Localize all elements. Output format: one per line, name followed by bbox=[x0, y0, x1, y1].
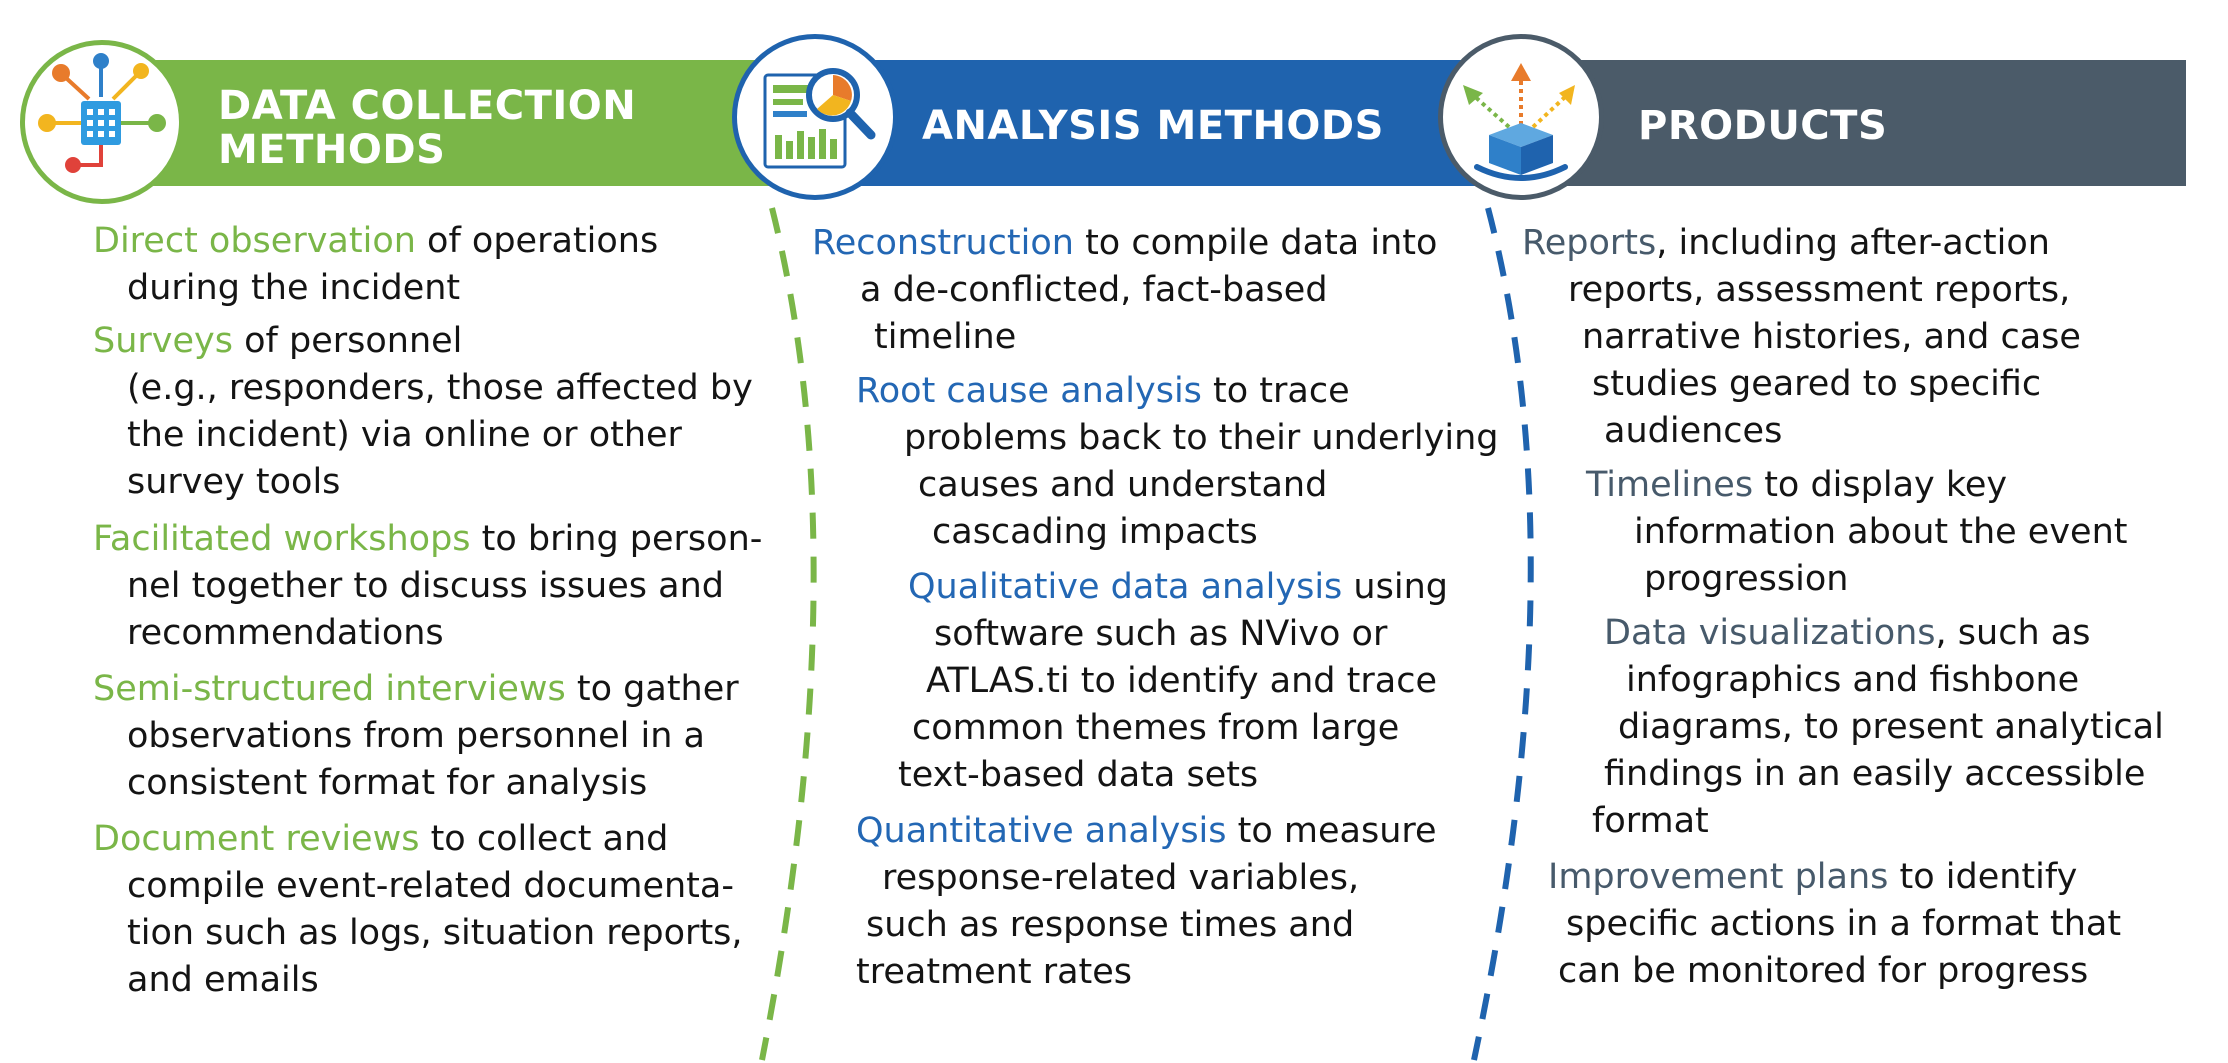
item-text: to bring person- bbox=[470, 519, 763, 559]
item-highlight: Document reviews bbox=[93, 819, 420, 859]
item-highlight: Reports bbox=[1522, 223, 1657, 263]
item-text: of operations bbox=[415, 221, 659, 261]
item-text: progression bbox=[1644, 559, 1849, 599]
item-text: to trace bbox=[1201, 371, 1350, 411]
item-text: response-related variables, bbox=[882, 858, 1360, 898]
green-dashed-divider bbox=[759, 207, 817, 1061]
data-collection-title-line-2: METHODS bbox=[218, 127, 446, 173]
item-highlight: Reconstruction bbox=[812, 223, 1074, 263]
item-highlight: Semi-structured interviews bbox=[93, 669, 566, 709]
item-text: infographics and fishbone bbox=[1626, 660, 2080, 700]
item-text: narrative histories, and case bbox=[1582, 317, 2081, 357]
blue-dashed-divider bbox=[1471, 207, 1534, 1061]
item-text: can be monitored for progress bbox=[1558, 951, 2089, 991]
item-text: using bbox=[1342, 567, 1448, 607]
item-text: and emails bbox=[127, 960, 319, 1000]
data-network-icon bbox=[20, 40, 184, 204]
item-text: (e.g., responders, those affected by bbox=[127, 368, 753, 408]
item-text: observations from personnel in a bbox=[127, 716, 705, 756]
item-text: problems back to their underlying bbox=[904, 418, 1499, 458]
item-text: cascading impacts bbox=[932, 512, 1258, 552]
item-text: specific actions in a format that bbox=[1566, 904, 2122, 944]
item-text: to display key bbox=[1753, 465, 2008, 505]
item-text: consistent format for analysis bbox=[127, 763, 648, 803]
item-text: timeline bbox=[874, 317, 1017, 357]
item-highlight: Qualitative data analysis bbox=[908, 567, 1343, 607]
item-text: survey tools bbox=[127, 462, 341, 502]
item-text: the incident) via online or other bbox=[127, 415, 682, 455]
item-highlight: Root cause analysis bbox=[856, 371, 1202, 411]
item-highlight: Quantitative analysis bbox=[856, 811, 1227, 851]
item-text: compile event-related documenta- bbox=[127, 866, 734, 906]
item-highlight: Improvement plans bbox=[1548, 857, 1889, 897]
item-text: to compile data into bbox=[1073, 223, 1438, 263]
item-text: to measure bbox=[1226, 811, 1437, 851]
item-text: tion such as logs, situation reports, bbox=[127, 913, 743, 953]
item-text: findings in an easily accessible bbox=[1604, 754, 2146, 794]
item-text: causes and understand bbox=[918, 465, 1328, 505]
products-header-band: PRODUCTS bbox=[1490, 60, 2186, 186]
data-collection-title-line-1: DATA COLLECTION bbox=[218, 83, 637, 129]
item-highlight: Timelines bbox=[1586, 465, 1754, 505]
data-collection-header-band: DATA COLLECTION METHODS bbox=[110, 60, 810, 186]
item-text: to gather bbox=[565, 669, 739, 709]
item-highlight: Facilitated workshops bbox=[93, 519, 471, 559]
item-text: a de-conflicted, fact-based bbox=[860, 270, 1328, 310]
magnifier-report-icon bbox=[732, 34, 898, 200]
item-text: to identify bbox=[1888, 857, 2078, 897]
item-text: to collect and bbox=[419, 819, 669, 859]
item-text: ATLAS.ti to identify and trace bbox=[926, 661, 1437, 701]
item-text: during the incident bbox=[127, 268, 461, 308]
open-box-icon bbox=[1438, 34, 1604, 200]
item-text: , including after-action bbox=[1656, 223, 2050, 263]
item-text: common themes from large bbox=[912, 708, 1400, 748]
item-highlight: Surveys bbox=[93, 321, 233, 361]
item-text: text-based data sets bbox=[898, 755, 1259, 795]
analysis-title: ANALYSIS METHODS bbox=[922, 103, 1384, 149]
item-text: audiences bbox=[1604, 411, 1783, 451]
item-text: diagrams, to present analytical bbox=[1618, 707, 2164, 747]
item-highlight: Data visualizations bbox=[1604, 613, 1936, 653]
item-text: information about the event bbox=[1634, 512, 2128, 552]
item-text: such as response times and bbox=[866, 905, 1355, 945]
item-text: studies geared to specific bbox=[1592, 364, 2042, 404]
item-text: reports, assessment reports, bbox=[1568, 270, 2071, 310]
item-text: recommendations bbox=[127, 613, 444, 653]
item-text: nel together to discuss issues and bbox=[127, 566, 724, 606]
item-text: format bbox=[1592, 801, 1709, 841]
item-text: , such as bbox=[1935, 613, 2091, 653]
item-text: software such as NVivo or bbox=[934, 614, 1388, 654]
products-title: PRODUCTS bbox=[1638, 103, 1888, 149]
item-text: of personnel bbox=[232, 321, 463, 361]
analysis-header-band: ANALYSIS METHODS bbox=[810, 60, 1490, 186]
item-text: treatment rates bbox=[856, 952, 1133, 992]
item-highlight: Direct observation bbox=[93, 221, 416, 261]
